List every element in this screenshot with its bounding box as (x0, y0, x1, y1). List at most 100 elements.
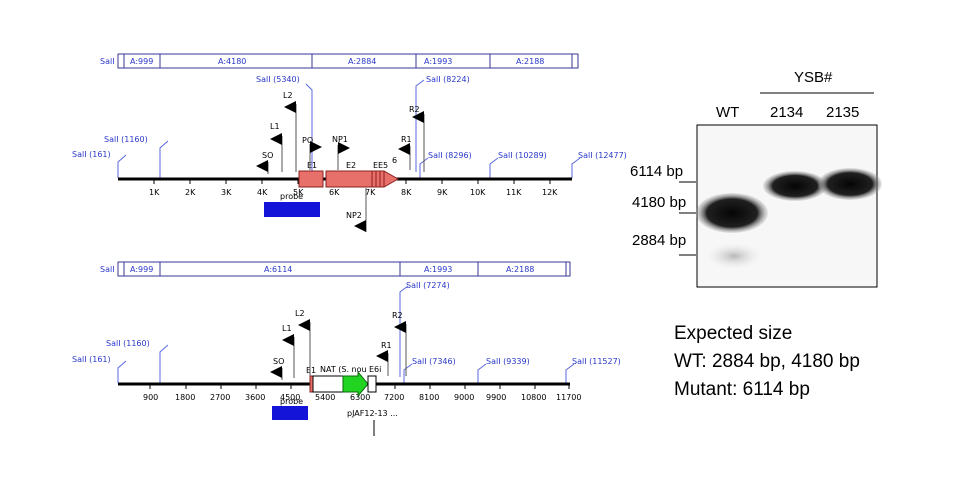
map1-primer-l1: L1 (270, 122, 283, 172)
map1-fragment-enzyme-label: SalI (100, 57, 115, 66)
map2-site-7346: SalI (7346) (412, 357, 456, 366)
map1-site-5340: SalI (5340) (256, 75, 300, 84)
map1-primer-r1: R1 (398, 135, 412, 170)
map2-tick-label: 1800 (175, 393, 195, 402)
map2-tick-label: 9000 (454, 393, 474, 402)
map1-tick-label: 11K (506, 188, 522, 197)
map1-site-marker (159, 140, 169, 178)
map1-primer-l2: L2 (283, 91, 297, 172)
map1-tick-label: 4K (257, 188, 268, 197)
map2-primer-label-l1: L1 (282, 324, 292, 333)
map2-nat-label: NAT (S. nou (320, 365, 367, 374)
map2-tick-label: 10800 (521, 393, 546, 402)
map1-tick-label: 2K (185, 188, 196, 197)
map2-tick-label: 7200 (384, 393, 404, 402)
map2-site-marker (477, 363, 487, 383)
map2-fragment-4: A:2188 (506, 265, 534, 274)
map1-tick-label: 12K (542, 188, 558, 197)
map2-primer-r1: R1 (376, 341, 392, 376)
map2-site-marker (403, 363, 413, 383)
gel-band-wt-2884 (706, 243, 762, 269)
map1-exon-label-e: E (373, 161, 378, 170)
map1-primer-label-so: SO (262, 151, 273, 160)
map1-site-10289: SalI (10289) (498, 151, 547, 160)
map1-exon-label-e5: E5 (378, 161, 388, 170)
map2-site-11527: SalI (11527) (572, 357, 621, 366)
map2-nat-arrow (342, 370, 369, 398)
map2-fragment-enzyme-label: SalI (100, 265, 115, 274)
map1-primer-label-po: PO (302, 136, 313, 145)
map1-tick-label: 10K (470, 188, 486, 197)
map1-site-marker (419, 157, 429, 178)
map1-exon-e1 (298, 170, 324, 188)
map1-exon-label-e1: E1 (307, 161, 317, 170)
map2-site-161: SalI (161) (72, 355, 111, 364)
map1-primer-label-r1: R1 (401, 135, 412, 144)
map1-fragment-4: A:1993 (424, 57, 452, 66)
map2-probe-bar (272, 406, 308, 420)
map1-primer-po: PO (302, 136, 322, 170)
gel-lane-2135: 2135 (826, 104, 859, 121)
map1-primer-label-r2: R2 (409, 105, 420, 114)
map1-site-marker (571, 157, 581, 178)
map1-primer-label-l1: L1 (270, 122, 280, 131)
map2-primer-label-r1: R1 (381, 341, 392, 350)
map1-site-12477: SalI (12477) (578, 151, 627, 160)
wt-restriction-map: SalI A:999 A:4180 A:2884 A:1993 A:2188 S… (72, 53, 627, 232)
map2-exon-label-e1: E1 (306, 366, 316, 375)
map2-tick-label: 5400 (315, 393, 335, 402)
map1-probe-label: probe (280, 192, 303, 201)
map1-primer-r2: R2 (409, 105, 425, 172)
map1-fragment-3: A:2884 (348, 57, 376, 66)
map1-exon-label-e2: E2 (346, 161, 356, 170)
map1-site-marker (415, 79, 425, 172)
map1-primer-np2: NP2 (346, 188, 367, 232)
map2-primer-label-r2: R2 (392, 311, 403, 320)
map1-tick-label: 9K (437, 188, 448, 197)
map1-primer-label-np1: NP1 (332, 135, 348, 144)
map1-probe-bar (264, 202, 320, 217)
map1-exon-e2-arrow (325, 170, 400, 188)
gel-header: YSB# (794, 69, 833, 86)
map2-tick-label: 2700 (210, 393, 230, 402)
map2-site-marker (159, 344, 169, 383)
map1-primer-np1: NP1 (332, 135, 350, 170)
map1-exon-label-6: 6 (392, 156, 397, 165)
map2-cassette-left (312, 375, 344, 393)
map2-site-7274: SalI (7274) (406, 281, 450, 290)
map2-site-marker (399, 285, 409, 377)
map2-tick-label: 9900 (486, 393, 506, 402)
map2-tick-label: 900 (143, 393, 158, 402)
map1-tick-label: 3K (221, 188, 232, 197)
map2-probe-label: probe (280, 397, 303, 406)
gel-marker-4180: 4180 bp (632, 194, 686, 211)
gel-band-2135-6114 (818, 168, 882, 200)
map2-site-marker (565, 363, 575, 383)
map2-plasmid-label: pJAF12-13 ... (347, 409, 398, 418)
map2-tick-label: 4500 (280, 393, 300, 402)
map1-small-exons (371, 171, 385, 187)
gel-lane-wt: WT (716, 104, 739, 121)
gel-marker-6114: 6114 bp (630, 163, 683, 180)
southern-blot-panel: YSB# WT 2134 2135 6114 bp 4180 bp 2884 b… (630, 69, 882, 288)
map2-site-marker (117, 360, 127, 383)
gel-lane-2134: 2134 (770, 104, 803, 121)
gel-marker-2884: 2884 bp (632, 232, 686, 249)
map2-exon-label-e6i: E6i (369, 365, 381, 374)
expected-title: Expected size (674, 323, 792, 344)
map1-site-8296: SalI (8296) (428, 151, 472, 160)
map1-tick-label: 8K (401, 188, 412, 197)
map2-tick-label: 11700 (556, 393, 581, 402)
map2-primer-label-so: SO (273, 357, 284, 366)
map2-fragment-2: A:6114 (264, 265, 292, 274)
map2-site-9339: SalI (9339) (486, 357, 530, 366)
expected-mutant: Mutant: 6114 bp (674, 379, 810, 400)
map1-site-8224: SalI (8224) (426, 75, 470, 84)
map1-primer-label-np2: NP2 (346, 211, 362, 220)
map2-fragment-3: A:1993 (424, 265, 452, 274)
gel-band-2134-6114 (763, 171, 827, 201)
map2-primer-label-l2: L2 (295, 309, 305, 318)
map2-tick-label: 8100 (419, 393, 439, 402)
map1-fragment-2: A:4180 (218, 57, 246, 66)
